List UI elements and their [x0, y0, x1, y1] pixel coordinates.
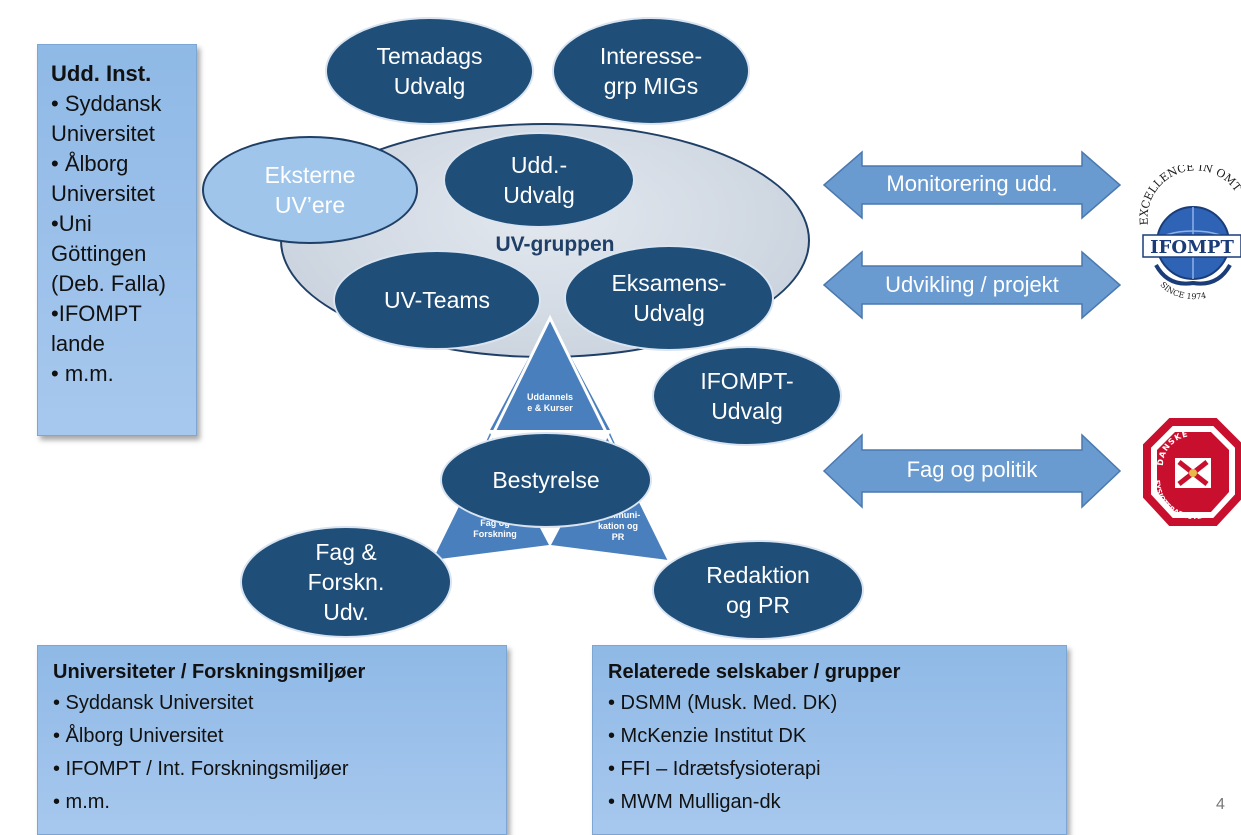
- fag-forskn-udvalg-label: Fag & Forskn. Udv.: [307, 539, 385, 625]
- bottom-right-items: • DSMM (Musk. Med. DK) • McKenzie Institu…: [608, 687, 1052, 819]
- bottom-right-item: • MWM Mulligan-dk: [608, 791, 781, 813]
- redaktion-pr-label: Redaktion og PR: [706, 562, 810, 618]
- eksterne-uv-oval: Eksterne UV’ere: [202, 136, 418, 244]
- bestyrelse-label: Bestyrelse: [492, 467, 600, 493]
- bottom-right-box: Relaterede selskaber / grupper • DSMM (M…: [592, 645, 1067, 835]
- left-box-item: • Ålborg: [51, 151, 129, 176]
- eksamens-udvalg-label: Eksamens- Udvalg: [611, 270, 727, 326]
- bottom-left-item: • Ålborg Universitet: [53, 725, 224, 747]
- left-box-item: Göttingen: [51, 241, 147, 266]
- page-number: 4: [1216, 796, 1225, 813]
- temadags-udvalg-oval: Temadags Udvalg: [325, 17, 534, 125]
- udd-udvalg-oval: Udd.- Udvalg: [443, 132, 635, 228]
- monitorering-label: Monitorering udd.: [886, 171, 1058, 196]
- temadags-udvalg-label: Temadags Udvalg: [376, 43, 483, 99]
- uv-gruppen-label: UV-gruppen: [495, 233, 615, 256]
- triangle-top-label: Uddannels e & Kurser: [526, 392, 573, 413]
- bottom-right-item: • McKenzie Institut DK: [608, 725, 807, 747]
- monitorering-arrow: [822, 150, 1122, 220]
- fag-politik-label: Fag og politik: [906, 457, 1038, 482]
- left-box-item: lande: [51, 331, 105, 356]
- fag-forskn-udvalg-oval: Fag & Forskn. Udv.: [240, 526, 452, 638]
- fag-politik-arrow: [822, 433, 1122, 509]
- eksterne-uv-label: Eksterne UV’ere: [264, 162, 356, 218]
- bottom-left-box: Universiteter / Forskningsmiljøer • Sydd…: [37, 645, 507, 835]
- interesse-grp-oval: Interesse- grp MIGs: [552, 17, 750, 125]
- left-box-item: •IFOMPT: [51, 301, 142, 326]
- triangle-top: [490, 318, 610, 430]
- bottom-right-item: • FFI – Idrætsfysioterapi: [608, 758, 821, 780]
- ifompt-name: IFOMPT: [1150, 237, 1234, 258]
- uv-teams-oval: UV-Teams: [333, 250, 541, 350]
- left-box-item: • Syddansk: [51, 91, 162, 116]
- ifompt-logo: EXCELLENCE IN OMT IFOMPT SINCE 1974: [1138, 165, 1241, 301]
- interesse-grp-label: Interesse- grp MIGs: [599, 43, 703, 99]
- bottom-left-item: • Syddansk Universitet: [53, 692, 254, 714]
- udvikling-label: Udvikling / projekt: [885, 272, 1059, 297]
- ifompt-udvalg-label: IFOMPT- Udvalg: [700, 368, 794, 424]
- left-box-title: Udd. Inst.: [51, 61, 152, 86]
- left-box-item: • m.m.: [51, 361, 114, 386]
- left-box-item: Universitet: [51, 181, 155, 206]
- bottom-left-item: • IFOMPT / Int. Forskningsmiljøer: [53, 758, 349, 780]
- left-box-item: •Uni: [51, 211, 92, 236]
- udd-udvalg-label: Udd.- Udvalg: [503, 152, 575, 208]
- danske-fysioterapeuter-logo: DANSKE FYSIOTERAPEUTER: [1143, 418, 1241, 526]
- left-box-item: Universitet: [51, 121, 155, 146]
- bestyrelse-oval: Bestyrelse: [440, 432, 652, 528]
- eksamens-udvalg-oval: Eksamens- Udvalg: [564, 245, 774, 351]
- ifompt-udvalg-oval: IFOMPT- Udvalg: [652, 346, 842, 446]
- bottom-left-title: Universiteter / Forskningsmiljøer: [53, 661, 366, 683]
- bottom-right-item: • DSMM (Musk. Med. DK): [608, 692, 838, 714]
- uv-teams-label: UV-Teams: [383, 287, 491, 313]
- bottom-left-items: • Syddansk Universitet • Ålborg Universit…: [53, 687, 492, 819]
- left-box-item: (Deb. Falla): [51, 271, 166, 296]
- bottom-right-title: Relaterede selskaber / grupper: [608, 661, 901, 683]
- udvikling-arrow: [822, 250, 1122, 320]
- bottom-left-item: • m.m.: [53, 791, 110, 813]
- redaktion-pr-oval: Redaktion og PR: [652, 540, 864, 640]
